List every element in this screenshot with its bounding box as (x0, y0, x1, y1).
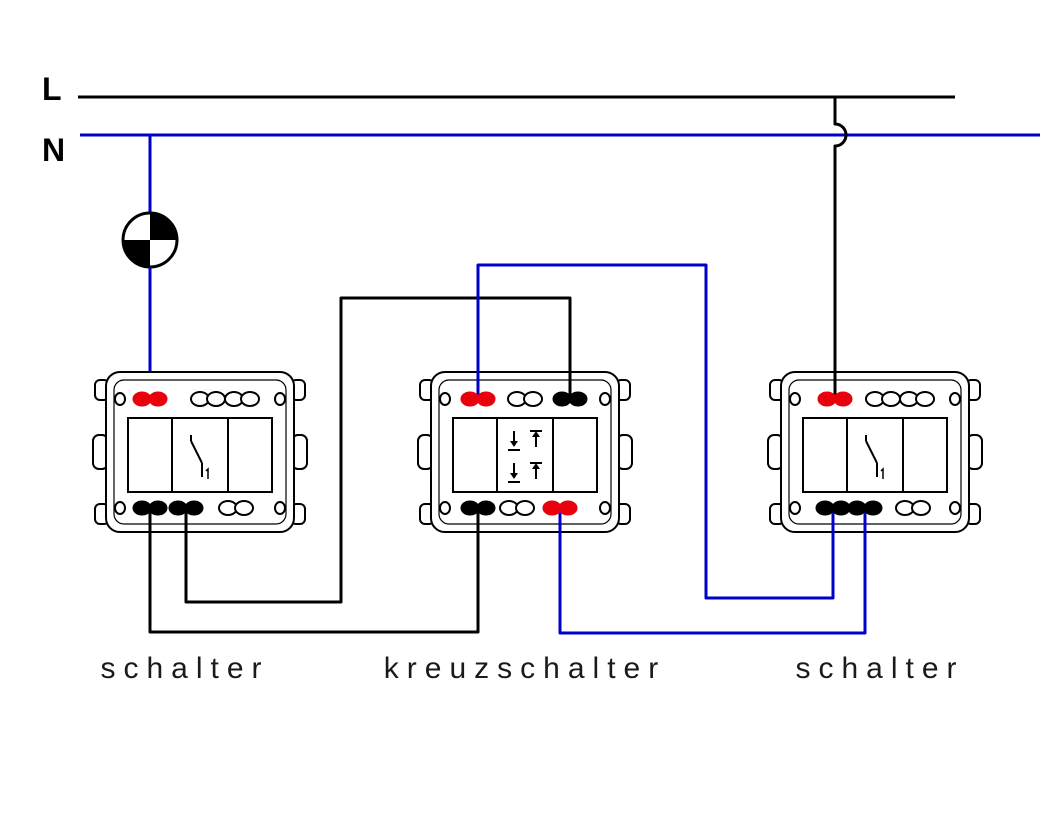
lamp-icon (121, 211, 179, 269)
switch-right-label: schalter (795, 652, 964, 685)
wire-left-switch-to-cross-bottom (148, 508, 480, 634)
wire-cross-top-to-right-switch (476, 263, 835, 600)
neutral-conductor-label: N (42, 132, 65, 168)
switch-left-label: schalter (100, 652, 269, 685)
cross-switch-arrows-icon (508, 430, 542, 483)
wire-cross-bottom-to-right-switch (558, 508, 867, 635)
wire-left-switch-to-cross-top (184, 296, 572, 604)
wire-line-to-right-switch (833, 97, 848, 399)
line-conductor-label: L (42, 71, 62, 107)
cross-switch-module (417, 371, 633, 533)
cross-switch-label: kreuzschalter (384, 652, 666, 685)
